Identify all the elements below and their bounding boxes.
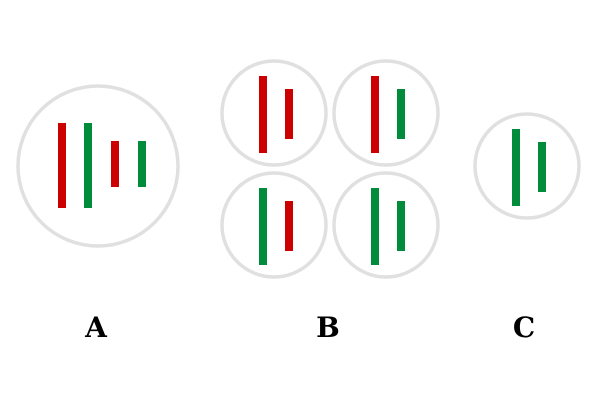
chromosome-red-long <box>371 76 379 153</box>
panel-c <box>473 112 581 220</box>
panel-label-b: B <box>316 311 340 344</box>
cell <box>16 84 180 248</box>
cell-membrane <box>220 171 328 279</box>
cell <box>332 171 440 279</box>
panel-label-c: C <box>512 311 536 344</box>
cell <box>220 171 328 279</box>
chromosome-red-short <box>285 89 293 139</box>
chromosome-red-long <box>58 123 66 208</box>
cell-membrane <box>16 84 180 248</box>
chromosome-green-long <box>259 188 267 265</box>
cell-membrane <box>220 59 328 167</box>
chromosome-red-short <box>111 141 119 187</box>
cell-membrane <box>332 171 440 279</box>
chromosome-green-short <box>397 201 405 251</box>
chromosome-green-short <box>397 89 405 139</box>
chromosome-green-long <box>512 129 520 206</box>
panel-label-a: A <box>85 311 107 344</box>
chromosome-green-long <box>84 123 92 208</box>
chromosome-green-long <box>371 188 379 265</box>
cell-membrane <box>332 59 440 167</box>
cell <box>473 112 581 220</box>
chromosome-green-short <box>538 142 546 192</box>
chromosome-green-short <box>138 141 146 187</box>
chromosome-red-short <box>285 201 293 251</box>
cell-membrane <box>473 112 581 220</box>
cell <box>220 59 328 167</box>
cell <box>332 59 440 167</box>
panel-a <box>16 84 180 248</box>
panel-b <box>220 59 440 279</box>
chromosome-red-long <box>259 76 267 153</box>
